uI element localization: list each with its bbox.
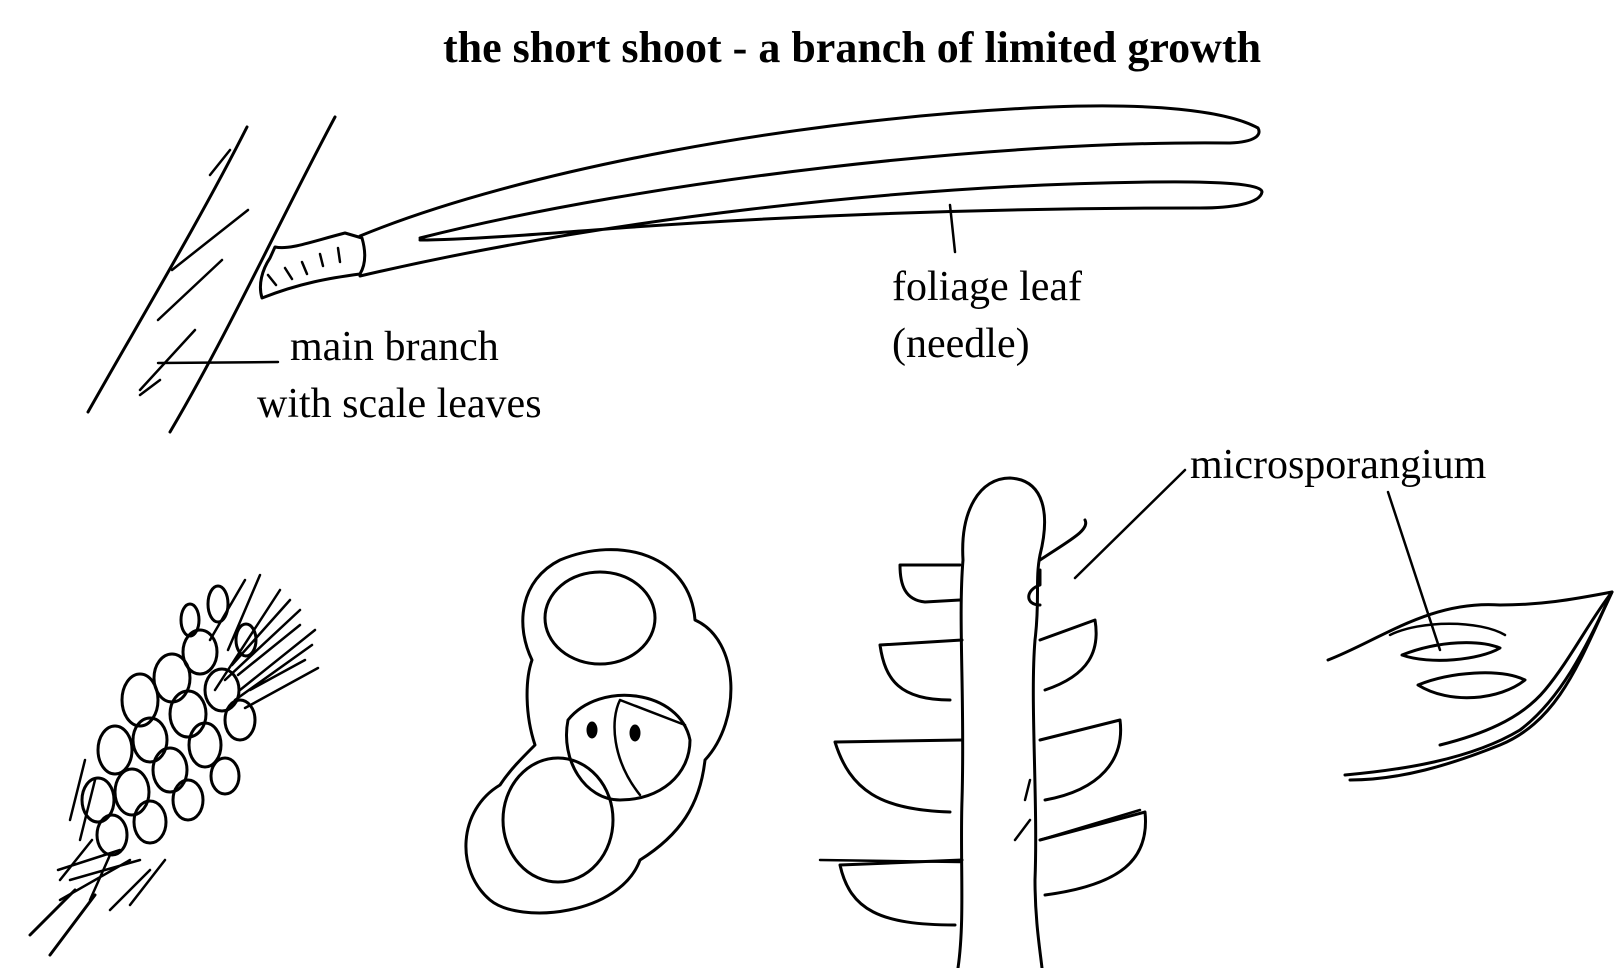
short-shoot-peg — [258, 231, 367, 300]
microsporangium-leader-1 — [1073, 468, 1187, 580]
foliage-leaf-needle — [358, 104, 1264, 278]
short-shoot-rings — [266, 246, 342, 287]
microsporophyll-drawing — [1326, 490, 1614, 782]
foliage-leaf-label-1: foliage leaf — [892, 264, 1082, 310]
foliage-leaf-label-2: (needle) — [892, 321, 1030, 367]
cone-axis-drawing — [818, 468, 1187, 970]
short-shoot-drawing — [86, 104, 1264, 434]
foliage-leaf-leader — [948, 203, 957, 254]
diagram-title: the short shoot - a branch of limited gr… — [443, 23, 1261, 72]
microsporangium-leader-2 — [1386, 490, 1442, 652]
main-branch-leader — [156, 360, 280, 365]
main-branch-label-1: main branch — [290, 324, 499, 370]
scale-leaf-marks — [138, 148, 250, 397]
main-branch — [86, 115, 337, 434]
pollen-grain-drawing — [464, 548, 733, 915]
main-branch-label-2: with scale leaves — [257, 381, 542, 427]
male-cone-drawing — [28, 573, 320, 957]
microsporangium-label: microsporangium — [1190, 442, 1487, 488]
